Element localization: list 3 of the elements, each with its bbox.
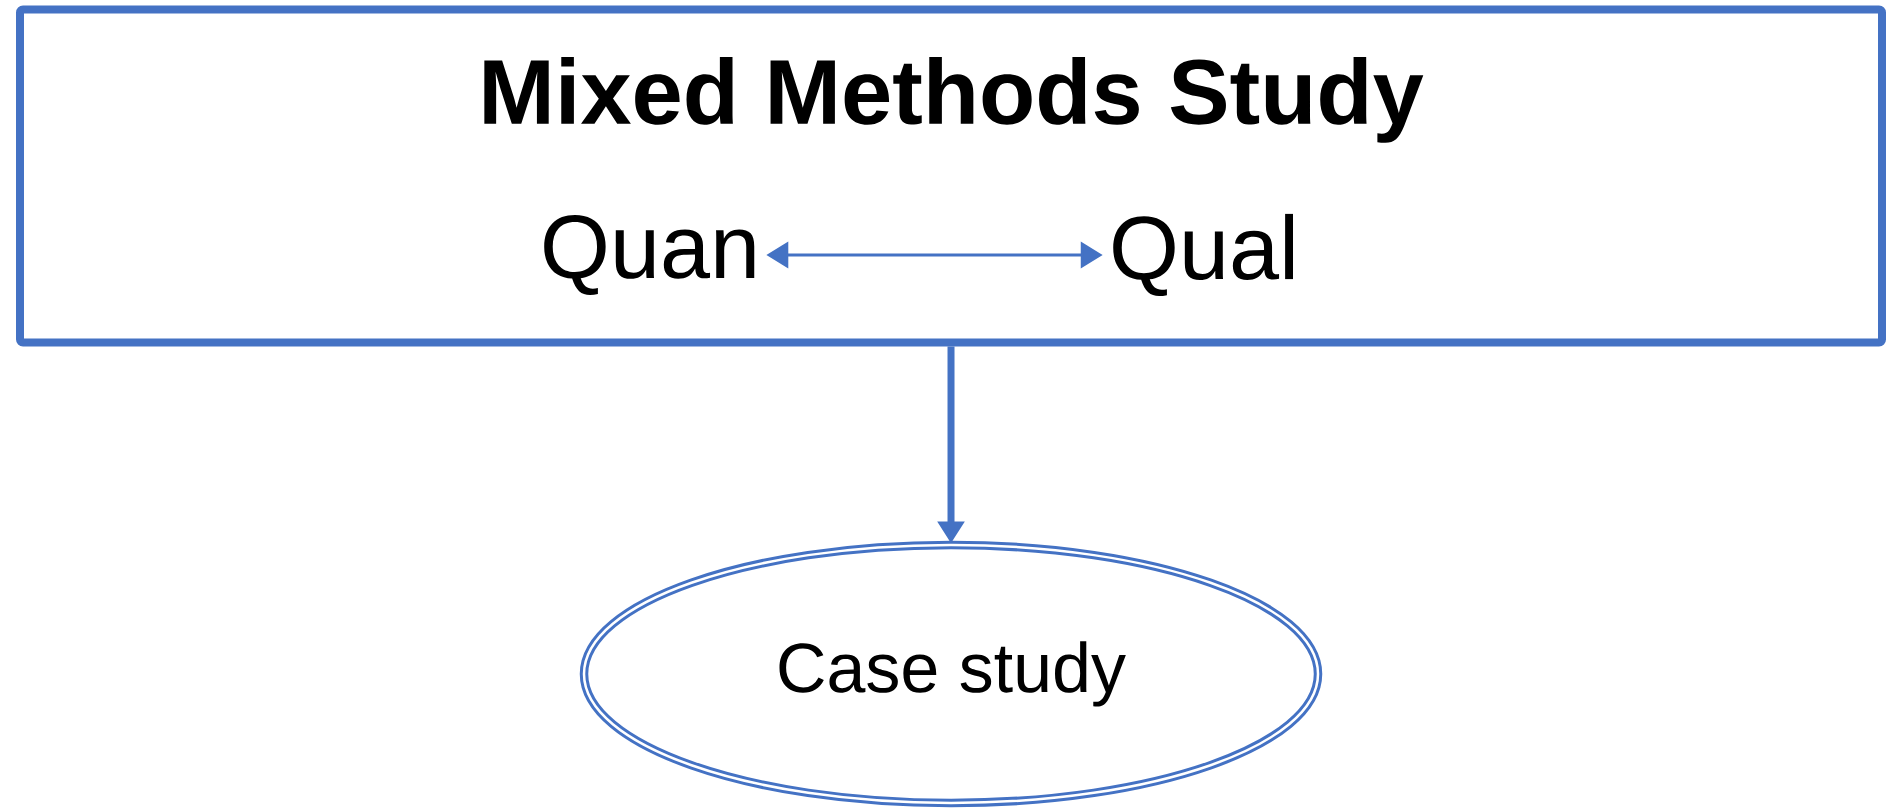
text-label: Qual [1113, 213, 1294, 297]
ellipse-node: Case study [579, 540, 1323, 808]
text-label: Quan [544, 215, 755, 295]
